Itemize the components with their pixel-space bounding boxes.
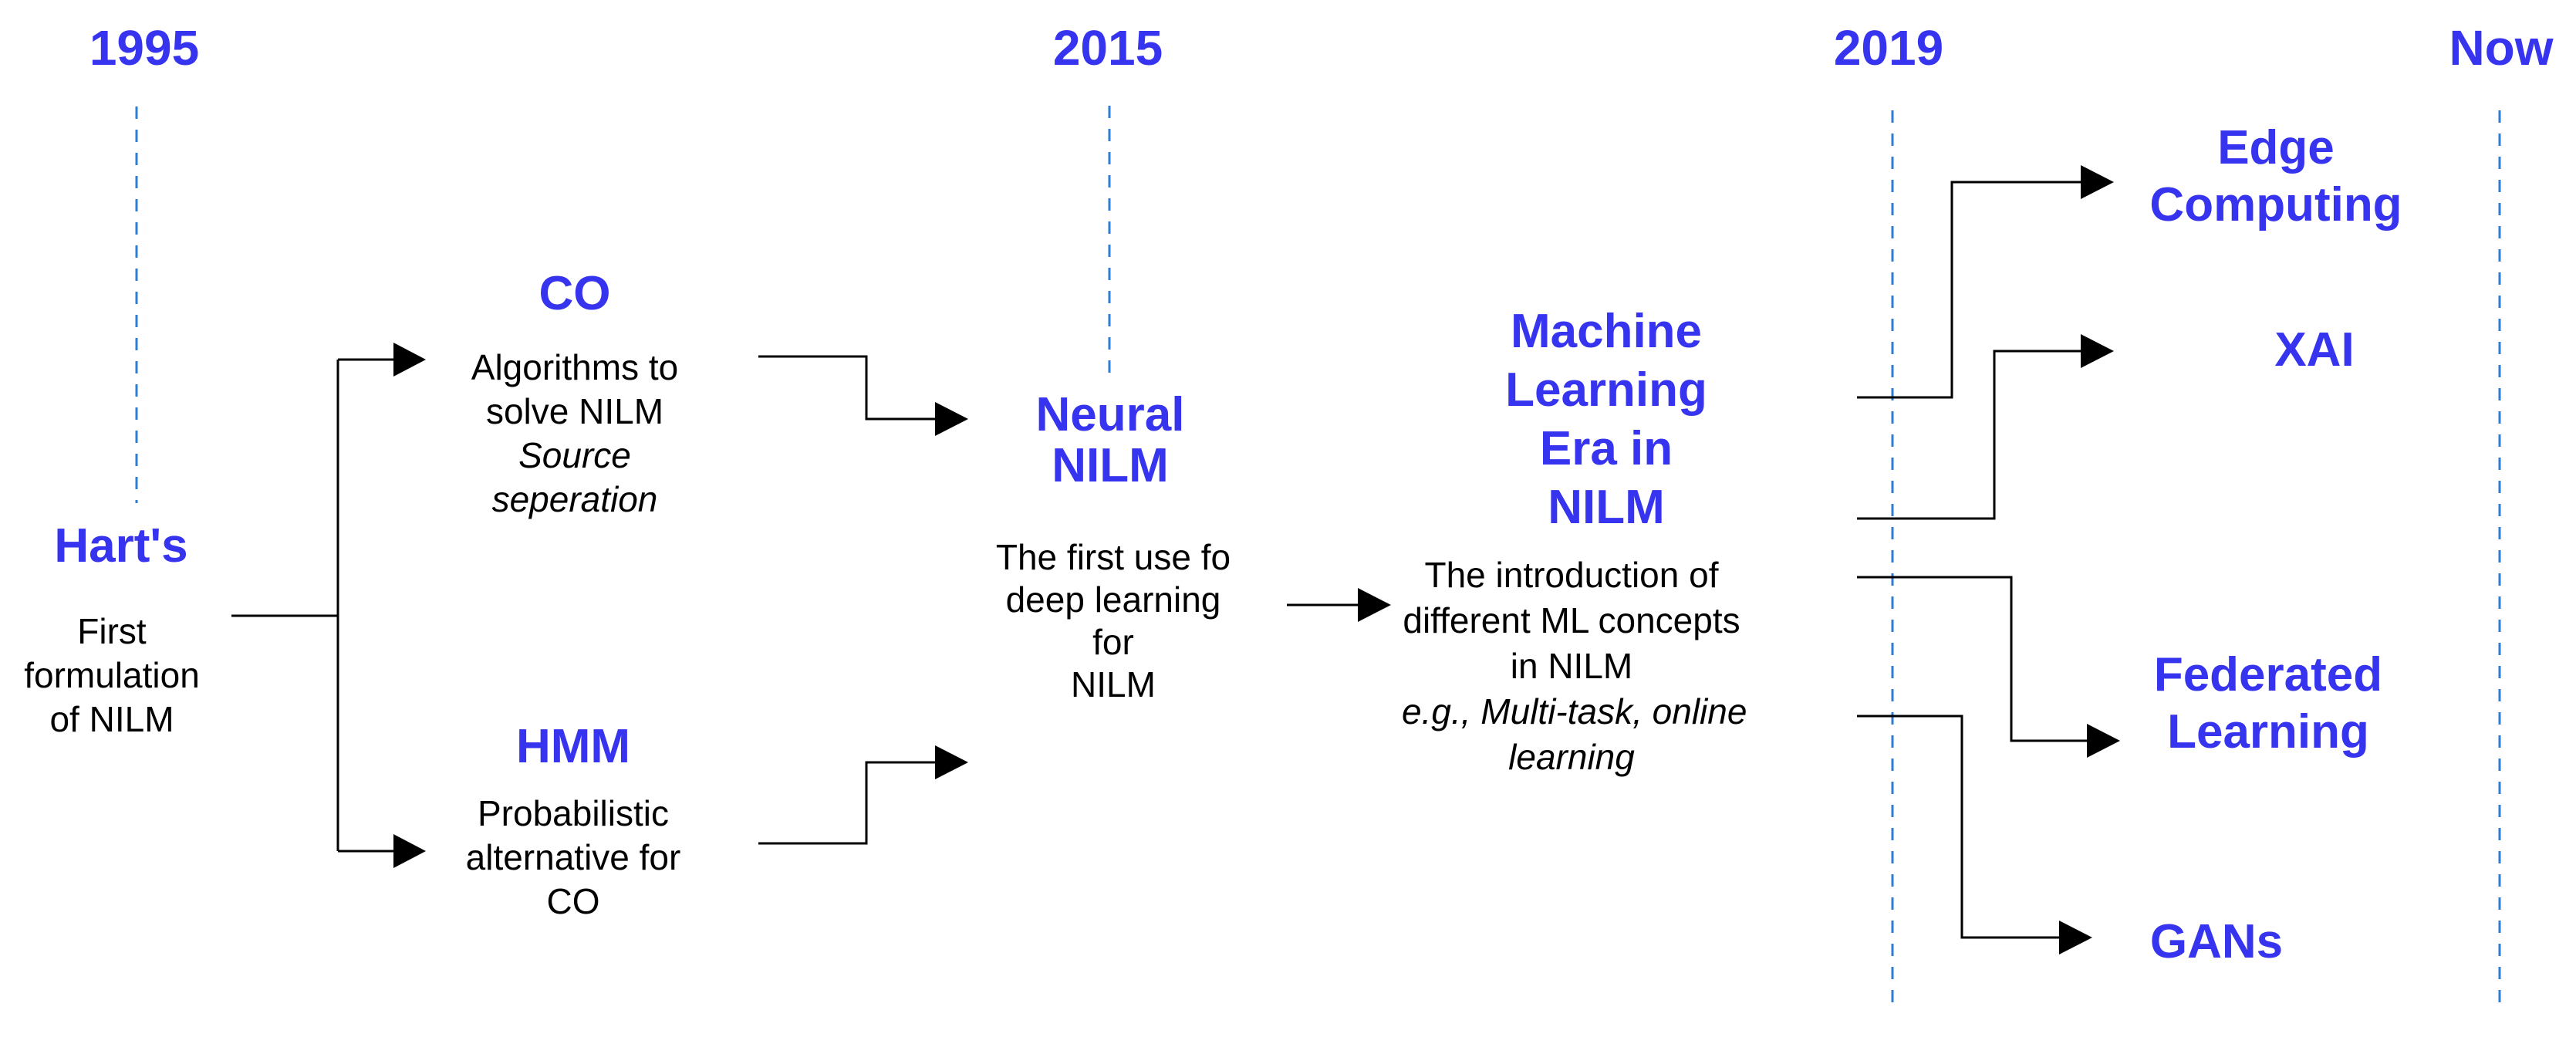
connector-co-to-neural	[758, 355, 935, 421]
desc-line-italic: learning	[1508, 737, 1635, 777]
node-hmm-desc: Probabilistic alternative for CO	[442, 792, 704, 924]
arrowhead-icon	[935, 745, 968, 779]
arrowhead-icon	[2087, 724, 2120, 758]
node-xai-title: XAI	[2274, 323, 2355, 377]
desc-line-italic: e.g., Multi-task, online	[1402, 691, 1747, 731]
arrowhead-icon	[2081, 165, 2114, 199]
desc-line: CO	[546, 881, 600, 921]
desc-line: Probabilistic	[478, 793, 669, 833]
desc-line: alternative for	[465, 837, 681, 877]
desc-line: First	[77, 611, 147, 651]
arrowhead-icon	[935, 402, 968, 436]
desc-line: The first use fo	[995, 537, 1231, 577]
desc-line: Algorithms to	[471, 347, 679, 387]
desc-line-italic: Source	[518, 435, 631, 475]
connector-hart-branch	[231, 358, 393, 853]
connector-ml-to-xai	[1857, 350, 2081, 520]
arrowhead-icon	[2059, 921, 2092, 954]
title-line: Edge	[2217, 121, 2335, 174]
title-line: Era in	[1539, 422, 1673, 475]
title-line: Computing	[2149, 178, 2402, 231]
desc-line: formulation	[24, 655, 200, 695]
node-gans-title: GANs	[2149, 915, 2284, 968]
desc-line: in NILM	[1510, 646, 1633, 686]
arrowhead-icon	[2081, 334, 2114, 368]
node-edge-computing-title: Edge Computing	[2122, 120, 2430, 234]
node-ml-era-desc: The introduction of different ML concept…	[1402, 552, 1747, 780]
desc-line: of NILM	[49, 699, 174, 739]
node-hmm-title: HMM	[515, 720, 631, 773]
arrowhead-icon	[393, 343, 426, 377]
year-label-now: Now	[2449, 20, 2554, 76]
arrowhead-icon	[393, 834, 426, 868]
node-neural-title: Neural NILM	[994, 390, 1226, 492]
node-co-desc: Algorithms to solve NILM Source seperati…	[444, 346, 706, 522]
title-line: NILM	[1548, 481, 1665, 534]
connector-hmm-to-neural	[758, 761, 935, 845]
year-label-2019: 2019	[1833, 20, 1944, 76]
title-line: Machine	[1510, 305, 1703, 358]
node-hart-desc: First formulation of NILM	[0, 610, 224, 742]
year-label-1995: 1995	[89, 20, 200, 76]
title-line: Federated	[2153, 648, 2383, 701]
year-label-2015: 2015	[1052, 20, 1163, 76]
desc-line-italic: seperation	[491, 479, 658, 519]
arrowhead-icon	[1358, 588, 1391, 622]
node-neural-desc: The first use fo deep learning for NILM	[967, 536, 1260, 706]
desc-line: solve NILM	[485, 391, 664, 431]
node-ml-era-title: Machine Learning Era in NILM	[1452, 302, 1761, 537]
node-hart-title: Hart's	[54, 519, 188, 573]
desc-line: NILM	[1071, 664, 1156, 704]
node-co-title: CO	[538, 267, 611, 320]
desc-line: for	[1092, 622, 1134, 662]
node-federated-learning-title: Federated Learning	[2114, 647, 2422, 761]
title-line: Learning	[2167, 705, 2369, 759]
connector-ml-to-edge	[1857, 181, 2081, 399]
desc-line: deep learning	[1005, 579, 1221, 620]
desc-line: The introduction of	[1424, 555, 1719, 595]
desc-line: different ML concepts	[1403, 600, 1740, 640]
connector-ml-to-federated	[1857, 576, 2087, 742]
title-line: Neural	[1035, 388, 1185, 441]
connector-ml-to-gans	[1857, 715, 2059, 939]
title-line: NILM	[1052, 439, 1169, 492]
title-line: Learning	[1505, 363, 1707, 417]
